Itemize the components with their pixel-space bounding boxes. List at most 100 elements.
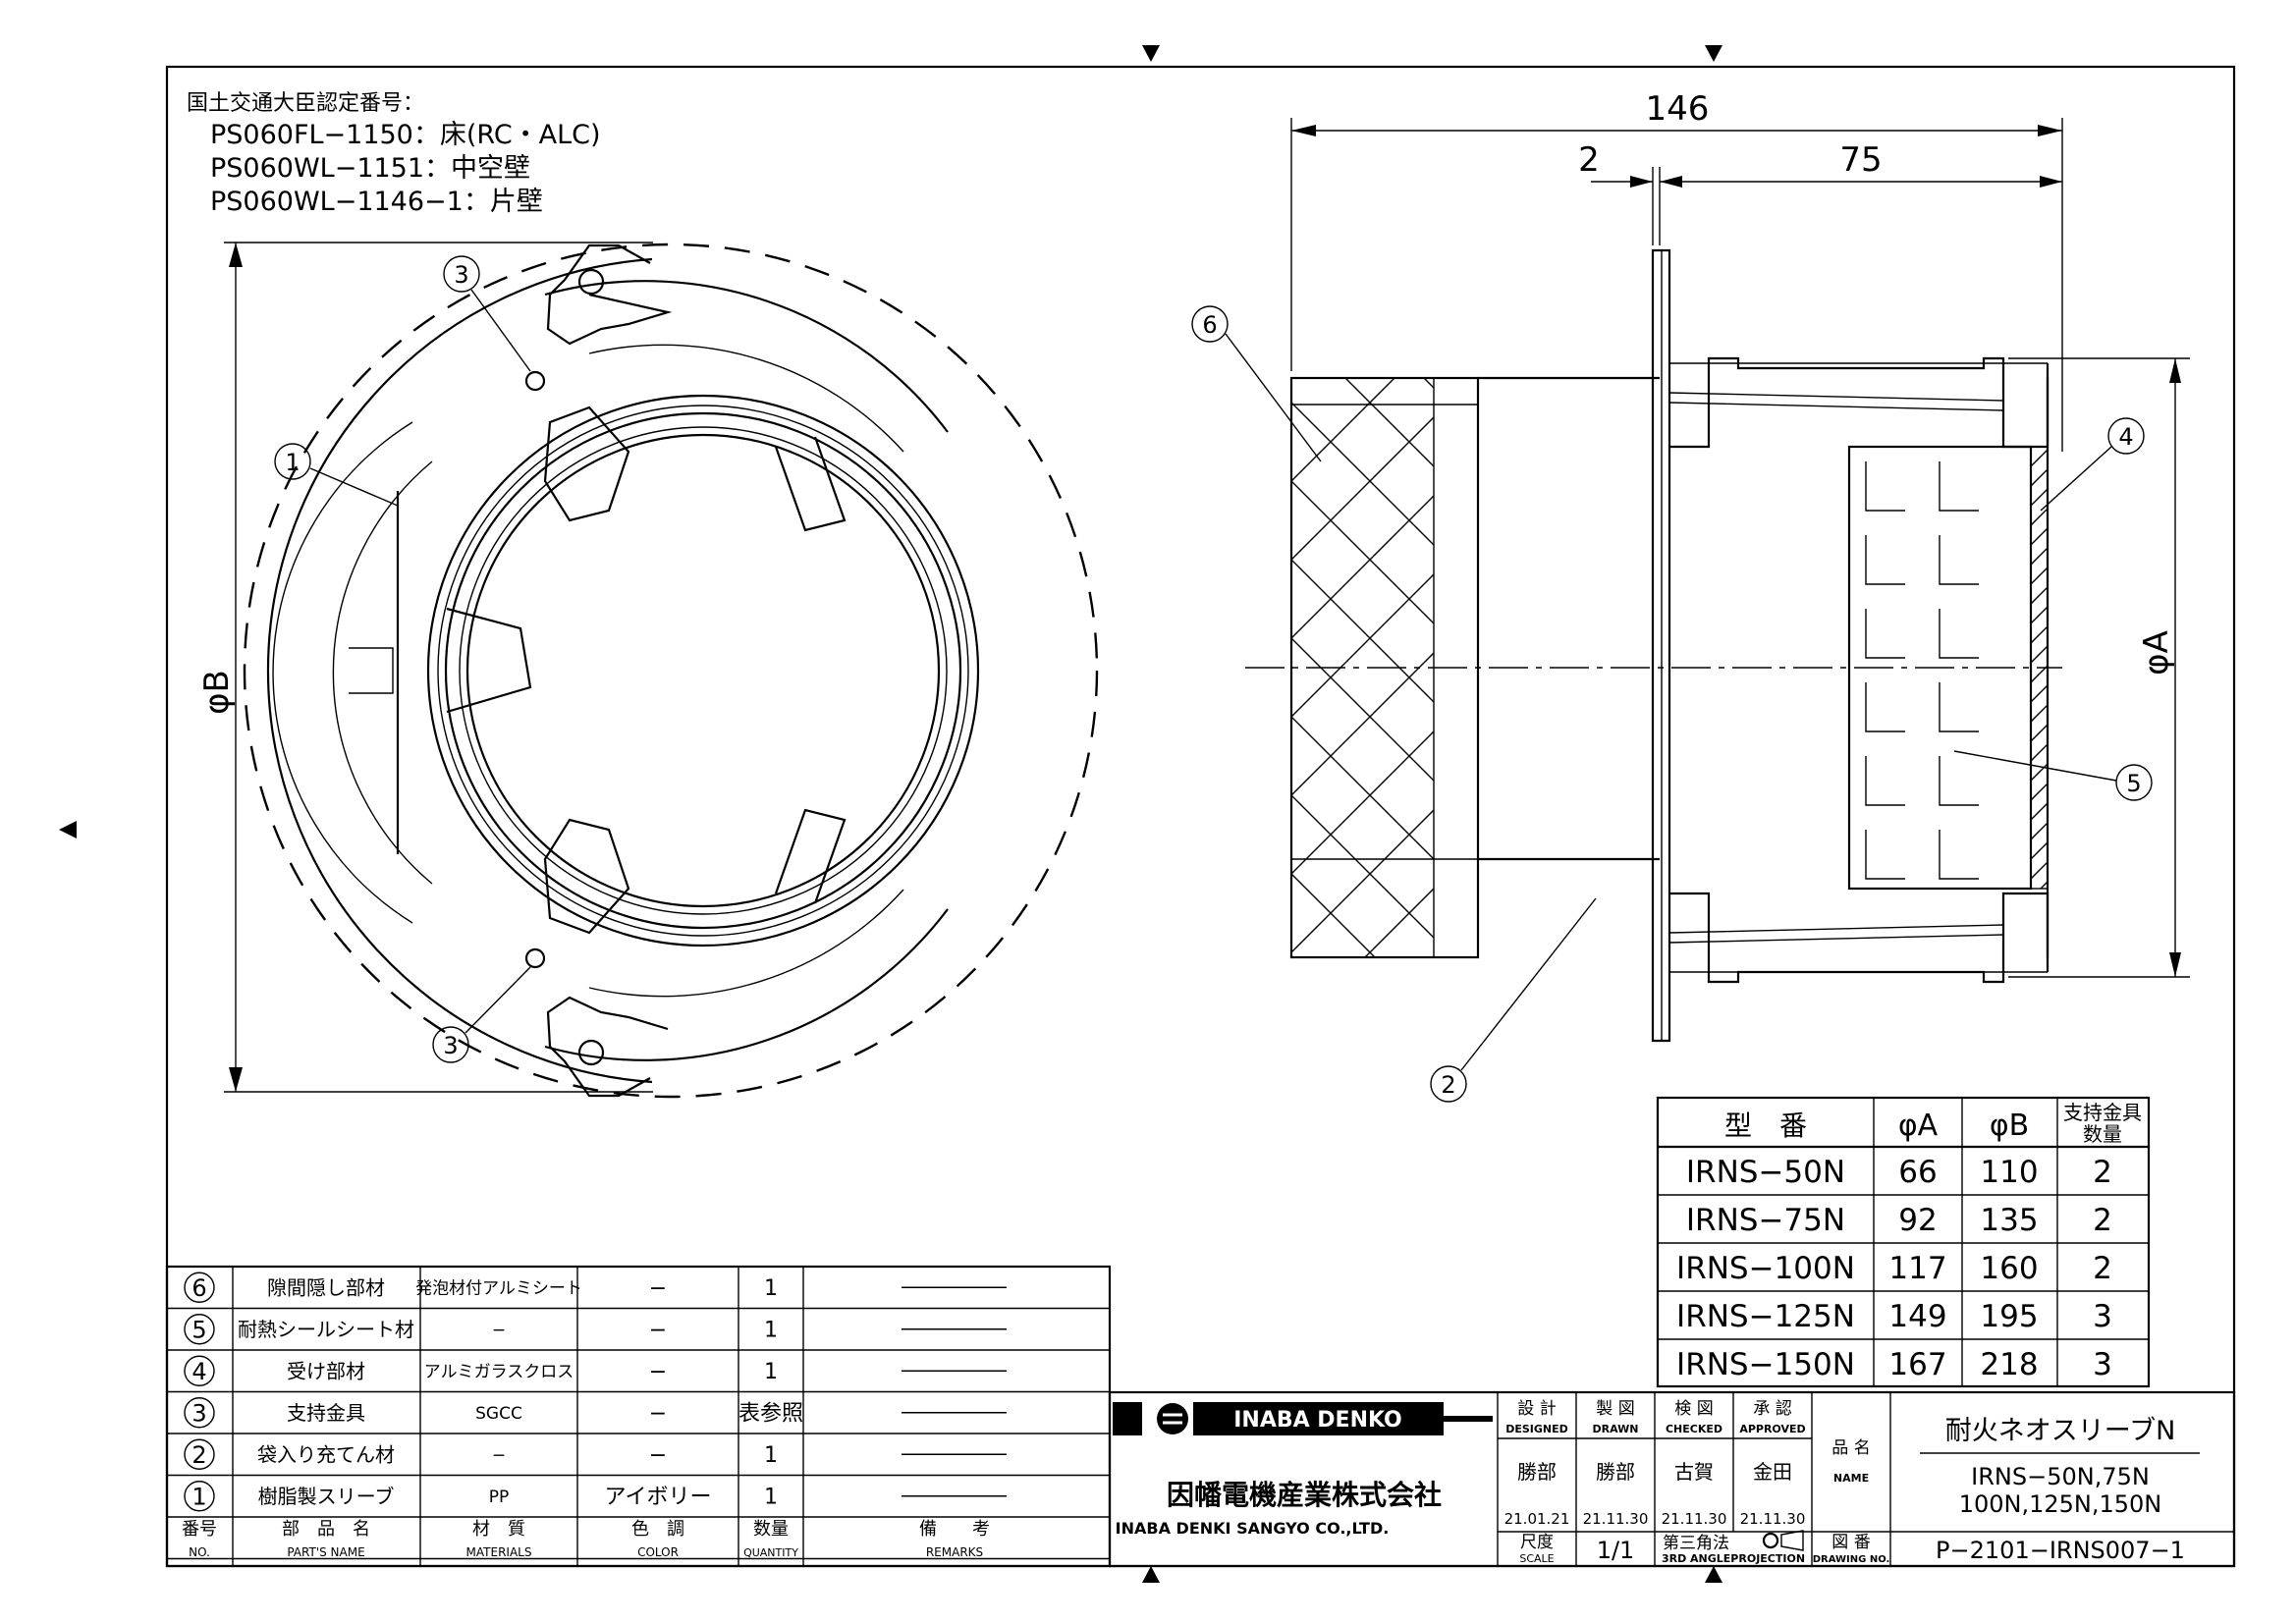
- drawn-date: 21.11.30: [1583, 1510, 1649, 1528]
- balloon-5: [2115, 764, 2153, 801]
- designed-label-en: DESIGNED: [1505, 1423, 1568, 1435]
- certification-block: 国土交通大臣認定番号： PS060FL−1150：床(RC・ALC) PS060…: [187, 91, 601, 217]
- dim-2-label: 2: [1578, 140, 1600, 180]
- ring-5: [465, 433, 941, 908]
- ring-1: [426, 394, 980, 947]
- part-qty: 1: [764, 1319, 778, 1343]
- part-material: −: [492, 1321, 506, 1340]
- parts-header-no: 番号: [182, 1519, 217, 1540]
- part-name: 樹脂製スリーブ: [258, 1485, 395, 1508]
- size-table-cell: 135: [1980, 1203, 2038, 1238]
- balloon-5-label: 5: [2126, 770, 2141, 797]
- balloon-3-top-label: 3: [454, 261, 468, 289]
- foam-hatch: [1291, 378, 1434, 957]
- drawn-label-en: DRAWN: [1593, 1423, 1639, 1435]
- size-table-cell: 149: [1888, 1299, 1946, 1334]
- size-table-frame: [1656, 1096, 2151, 1388]
- balloon-2: [1430, 1065, 1467, 1103]
- phi-b-label: φB: [197, 670, 237, 715]
- part-color: −: [649, 1443, 667, 1468]
- receiving-member-hatch: [2031, 449, 2048, 889]
- parts-header-color-en: COLOR: [637, 1545, 679, 1559]
- part-qty: 1: [764, 1443, 778, 1468]
- side-view: 146 2 75 φA 6 4 5 2: [1191, 89, 2190, 1103]
- dim-75-arrow-left: [1660, 176, 1682, 188]
- parts-header-material-en: MATERIALS: [466, 1545, 532, 1559]
- phi-a-arrow-top: [2169, 358, 2181, 383]
- designed-label: 設 計: [1517, 1399, 1556, 1419]
- flange-notch: [349, 647, 394, 694]
- lower-bracket-line-1: [1668, 934, 2004, 944]
- phi-b-arrow-top: [229, 243, 243, 267]
- brand-mark-left: [1113, 1402, 1142, 1435]
- flange-top-arc-outer: [544, 280, 949, 433]
- part-qty: 1: [764, 1276, 778, 1301]
- drawing-no: P−2101−IRNS007−1: [1936, 1537, 2185, 1564]
- size-table-cell: 160: [1980, 1251, 2038, 1286]
- part-material: 発泡材付アルミシート: [415, 1278, 582, 1298]
- part-no: 6: [191, 1274, 206, 1302]
- scale-value: 1/1: [1597, 1537, 1635, 1564]
- size-table-cell: 92: [1898, 1203, 1937, 1238]
- balloon-6-leader: [1225, 333, 1322, 462]
- balloon-6: [1191, 305, 1229, 343]
- left-center-mark: [59, 821, 77, 839]
- size-header-qty: 数量: [2083, 1122, 2122, 1146]
- ring-2: [437, 405, 969, 937]
- designed-by: 勝部: [1517, 1460, 1557, 1484]
- part-number-circle: [184, 1355, 215, 1386]
- dim-75-arrow-right: [2040, 176, 2062, 188]
- balloon-3-bottom: [432, 1026, 469, 1063]
- size-table-cell: IRNS−50N: [1686, 1155, 1845, 1190]
- size-table-cell: 110: [1980, 1155, 2038, 1190]
- name-label-en: NAME: [1833, 1472, 1869, 1485]
- part-qty: 1: [764, 1486, 778, 1510]
- size-table-cell: 2: [2093, 1251, 2112, 1286]
- part-material: SGCC: [475, 1404, 522, 1424]
- balloon-3-bottom-leader: [465, 966, 531, 1034]
- designed-date: 21.01.21: [1504, 1510, 1570, 1528]
- drawing-no-label-en: DRAWING NO.: [1813, 1554, 1890, 1565]
- balloon-1-leader: [309, 467, 399, 507]
- drawing-no-label: 図 番: [1831, 1533, 1870, 1552]
- scale-label-en: SCALE: [1519, 1552, 1554, 1565]
- flange-left-arc: [266, 257, 653, 1084]
- product-name: 耐火ネオスリーブN: [1945, 1416, 2176, 1446]
- upper-bracket-line-1: [1668, 392, 2004, 402]
- balloon-3-bottom-label: 3: [443, 1032, 458, 1059]
- title-block: INABA DENKO 因幡電機産業株式会社 INABA DENKI SANGY…: [1108, 1390, 2236, 1568]
- balloon-3-top-leader: [470, 289, 531, 372]
- bottom-bracket-hole: [524, 947, 546, 969]
- size-header-bracket: 支持金具: [2063, 1101, 2142, 1124]
- inner-tab-left: [446, 607, 532, 714]
- part-no: 5: [191, 1316, 206, 1343]
- sheet-border: [165, 65, 2236, 1568]
- size-table-cell: IRNS−75N: [1686, 1203, 1845, 1238]
- projection-label-en: 3RD ANGLEPROJECTION: [1662, 1552, 1805, 1565]
- left-slot-inner-2: [332, 460, 433, 885]
- projection-symbol-circle: [1762, 1532, 1779, 1549]
- bracket-top: [543, 406, 630, 522]
- balloon-4: [2107, 417, 2145, 455]
- size-table-cell: IRNS−150N: [1676, 1347, 1855, 1382]
- upper-bracket-line-2: [1668, 402, 2004, 411]
- size-table-cell: 117: [1888, 1251, 1946, 1286]
- part-material: アルミガラスクロス: [424, 1362, 574, 1381]
- approved-date: 21.11.30: [1740, 1510, 1806, 1528]
- scale-label: 尺度: [1520, 1533, 1554, 1552]
- upper-bracket: [1669, 356, 2050, 449]
- bottom-center-mark-right: [1705, 1566, 1722, 1583]
- parts-header-color: 色 調: [631, 1519, 684, 1540]
- flange-top-lug: [546, 243, 673, 346]
- parts-header-remarks: 備 考: [919, 1519, 990, 1540]
- balloon-3-top: [443, 255, 480, 293]
- checked-label-en: CHECKED: [1666, 1423, 1722, 1435]
- bracket-bottom: [543, 818, 630, 935]
- parts-header-name: 部 品 名: [282, 1519, 370, 1540]
- dim-75-label: 75: [1839, 140, 1882, 180]
- title-block-frame: [1108, 1390, 2236, 1568]
- balloon-6-label: 6: [1202, 311, 1217, 339]
- part-number-circle: [184, 1438, 215, 1470]
